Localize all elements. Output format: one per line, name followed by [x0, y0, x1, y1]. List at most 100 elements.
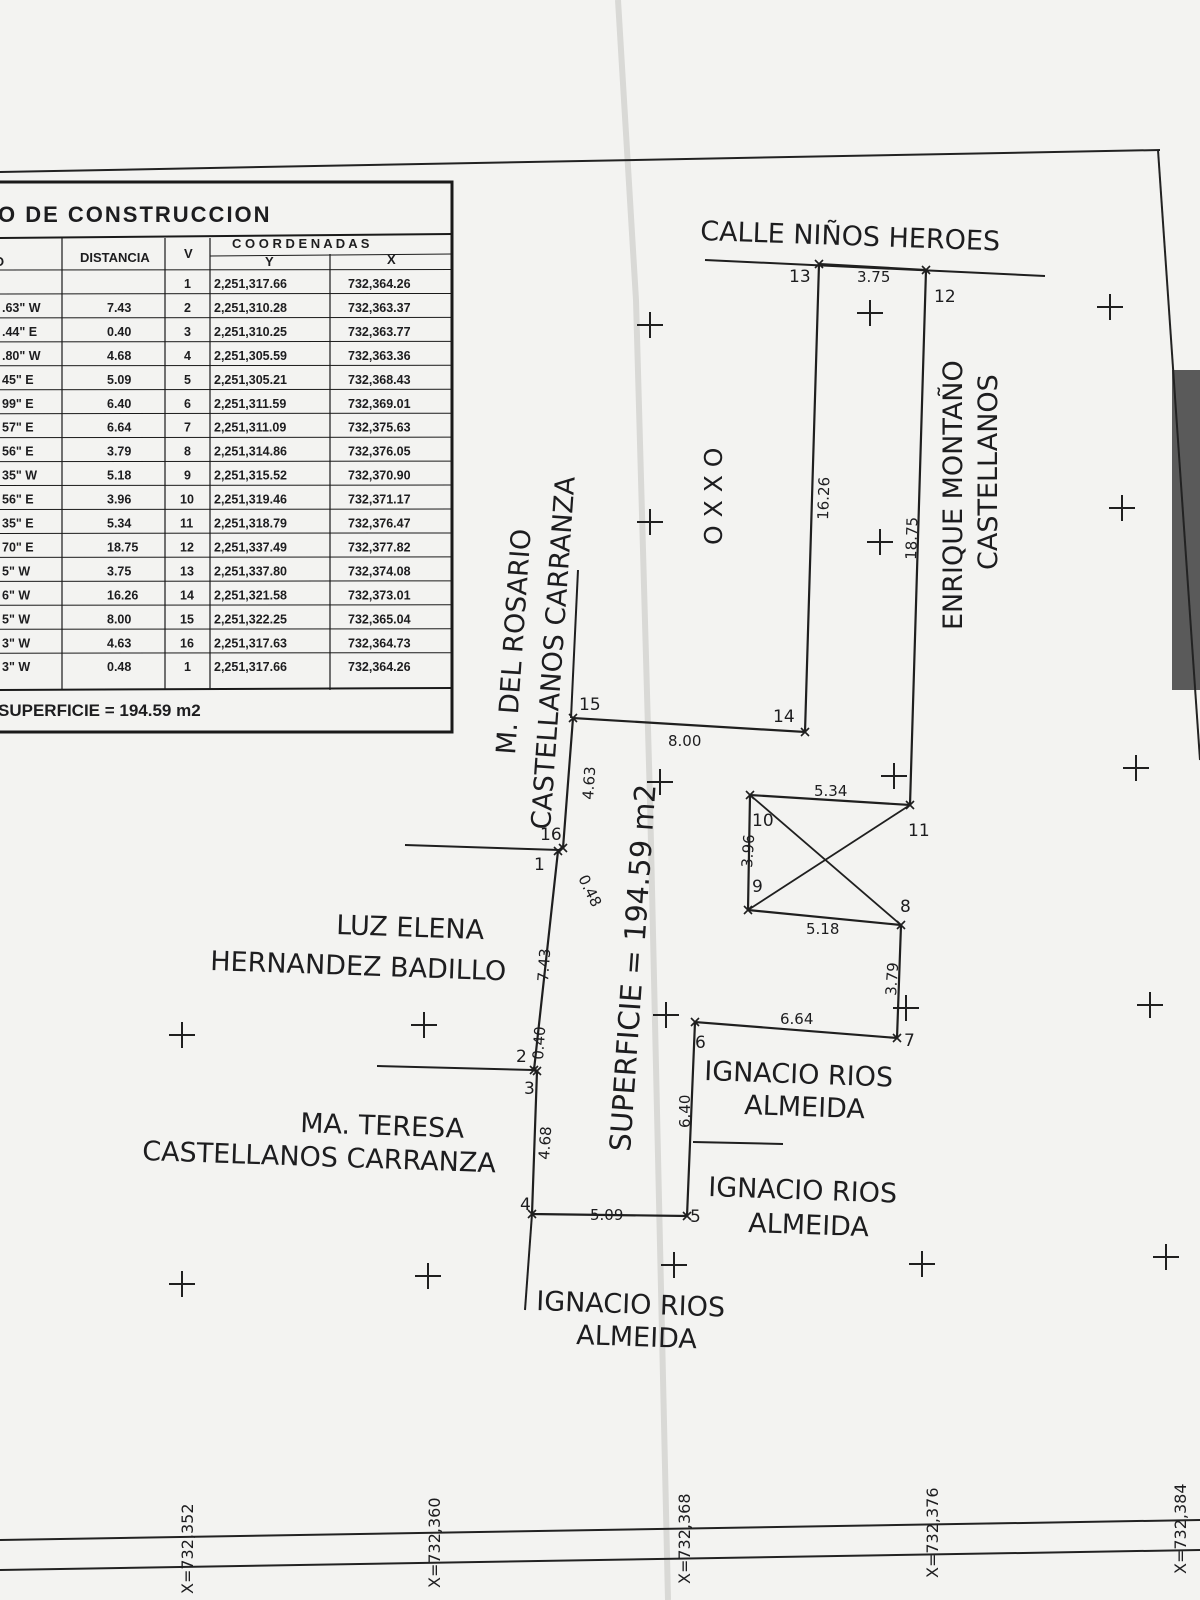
border-bottom-1	[0, 1519, 1200, 1541]
table-cell-rumbo: 56" E	[2, 493, 34, 507]
table-cell-rumbo: 6" W	[2, 588, 30, 602]
table-cell-x: 732,377.82	[348, 540, 411, 554]
vertex-mark	[743, 905, 753, 915]
table-cell-y: 2,251,319.46	[214, 493, 287, 507]
vertex-mark	[814, 259, 824, 269]
table-cell-distancia: 3.79	[107, 445, 131, 459]
table-cell-v: 4	[184, 349, 191, 363]
border-bottom-2	[0, 1549, 1200, 1571]
table-cell-x: 732,363.37	[348, 301, 411, 315]
table-cell-rumbo: .63" W	[2, 301, 41, 315]
table-cell-distancia: 7.43	[107, 301, 131, 315]
col-x-header: X	[387, 252, 396, 267]
vertex-mark	[529, 1065, 539, 1075]
table-cell-v: 11	[180, 517, 193, 531]
table-cell-v: 16	[180, 636, 194, 650]
table-cell-distancia: 0.40	[107, 325, 131, 339]
construction-table: O DE CONSTRUCCION O DISTANCIA V C O O R …	[0, 180, 454, 734]
table-cell-x: 732,368.43	[348, 373, 411, 387]
table-cell-y: 2,251,314.86	[214, 445, 287, 459]
grid-cross	[1097, 294, 1123, 320]
table-cell-y: 2,251,311.09	[214, 421, 286, 435]
col-distancia-header: DISTANCIA	[80, 250, 150, 265]
vertex-label: 12	[934, 287, 956, 307]
table-cell-x: 732,373.01	[348, 588, 411, 602]
owner-oxxo: O X X O	[699, 448, 728, 545]
table-cell-rumbo: 35" E	[2, 517, 34, 531]
vertex-label: 1	[534, 855, 545, 875]
grid-x-label: X=732,360	[425, 1497, 444, 1588]
grid-cross	[415, 1263, 441, 1289]
owner-luz-line1: LUZ ELENA	[336, 910, 485, 946]
table-cell-y: 2,251,322.25	[214, 612, 287, 626]
grid-cross	[909, 1251, 935, 1277]
border-right	[1157, 149, 1200, 761]
table-cell-distancia: 4.68	[107, 349, 131, 363]
vertex-mark	[558, 843, 568, 853]
table-cell-x: 732,376.05	[348, 445, 411, 459]
table-cell-distancia: 4.63	[107, 636, 131, 650]
vertex-label: 8	[900, 897, 911, 917]
vertex-marks	[527, 259, 931, 1221]
table-cell-x: 732,374.08	[348, 564, 411, 578]
vertex-mark	[800, 727, 810, 737]
grid-cross	[647, 769, 673, 795]
vertex-label: 14	[773, 707, 795, 727]
grid-cross	[637, 312, 663, 338]
grid-x-label: X=732,376	[923, 1487, 942, 1578]
owner-rios-b-line1: IGNACIO RIOS	[708, 1172, 898, 1210]
table-cell-y: 2,251,305.59	[214, 349, 287, 363]
table-cell-distancia: 8.00	[107, 612, 131, 626]
vertex-label: 5	[690, 1207, 701, 1227]
lot-diagonals	[747, 794, 911, 926]
table-cell-x: 732,376.47	[348, 517, 411, 531]
table-cell-y: 2,251,337.49	[214, 540, 287, 554]
table-cell-x: 732,364.26	[348, 277, 411, 291]
table-cell-x: 732,370.90	[348, 469, 411, 483]
table-cell-rumbo: 45" E	[2, 373, 34, 387]
grid-cross	[893, 995, 919, 1021]
grid-cross	[1137, 992, 1163, 1018]
owner-teresa-line1: MA. TERESA	[300, 1108, 465, 1145]
table-cell-x: 732,371.17	[348, 493, 411, 507]
table-cell-y: 2,251,310.25	[214, 325, 287, 339]
vertex-label: 4	[520, 1195, 531, 1215]
distance-label: 8.00	[668, 732, 701, 750]
table-cell-distancia: 5.18	[107, 469, 131, 483]
grid-cross	[169, 1271, 195, 1297]
table-cell-distancia: 5.09	[107, 373, 131, 387]
vertex-label: 13	[789, 267, 811, 287]
grid-cross	[1109, 495, 1135, 521]
table-cell-v: 7	[184, 421, 191, 435]
distance-label: 3.96	[738, 834, 758, 869]
grid-cross	[637, 509, 663, 535]
owner-enrique-line1: ENRIQUE MONTAÑO	[937, 360, 969, 630]
distance-labels: 0.487.430.404.685.096.406.643.795.183.96…	[529, 268, 921, 1224]
vertex-mark	[896, 920, 906, 930]
table-cell-v: 5	[184, 373, 191, 387]
col-y-header: Y	[265, 254, 274, 269]
distance-label: 5.18	[806, 920, 839, 938]
vertex-label: 9	[752, 877, 763, 897]
table-cell-rumbo: 35" W	[2, 469, 37, 483]
grid-cross	[661, 1252, 687, 1278]
table-cell-rumbo: 5" W	[2, 612, 30, 626]
table-cell-rumbo: 70" E	[2, 540, 34, 554]
table-cell-v: 2	[184, 301, 191, 315]
grid-crosses	[169, 294, 1179, 1297]
vertex-label: 15	[579, 695, 601, 715]
owner-rios-a-line1: IGNACIO RIOS	[704, 1056, 894, 1094]
table-cell-distancia: 16.26	[107, 588, 138, 602]
vertex-mark	[745, 790, 755, 800]
table-cell-y: 2,251,318.79	[214, 517, 287, 531]
table-cell-x: 732,364.73	[348, 636, 411, 650]
vertex-mark	[527, 1209, 537, 1219]
table-cell-v: 6	[184, 397, 191, 411]
table-cell-v: 1	[184, 660, 191, 674]
vertex-mark	[553, 846, 563, 856]
table-cell-y: 2,251,310.28	[214, 301, 287, 315]
table-cell-v: 10	[180, 493, 194, 507]
table-cell-rumbo: 3" W	[2, 660, 30, 674]
